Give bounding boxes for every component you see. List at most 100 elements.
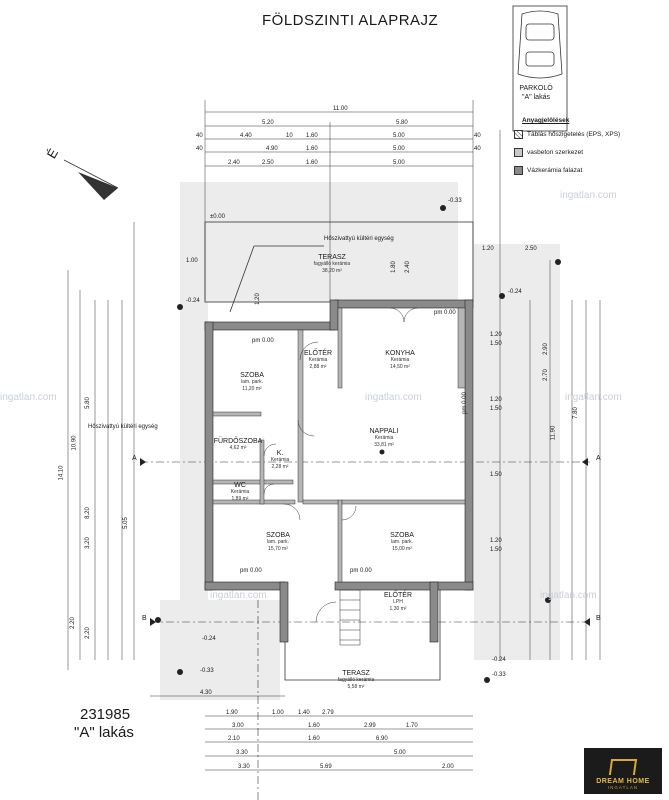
interior-walls bbox=[212, 307, 466, 583]
section-axis bbox=[140, 461, 590, 800]
parking-line1: PARKOLÓ bbox=[519, 85, 553, 92]
concrete-swatch bbox=[514, 148, 523, 157]
level-label: -0.24 bbox=[202, 636, 216, 642]
page-title: FÖLDSZINTI ALAPRAJZ bbox=[262, 12, 439, 29]
watermark: ingatlan.com bbox=[365, 392, 422, 403]
watermark: ingatlan.com bbox=[565, 392, 622, 403]
dim-right: 1.20 bbox=[490, 332, 502, 338]
dim-right: 1.50 bbox=[490, 341, 502, 347]
dim-terrace: 1.80 bbox=[390, 261, 397, 273]
dim-right: 1.20 bbox=[490, 538, 502, 544]
parking-label: PARKOLÓ "A" lakás bbox=[506, 84, 566, 102]
dim-bottom: 1.40 bbox=[298, 710, 310, 716]
dim-top: 10 bbox=[286, 133, 293, 139]
level-label: -0.33 bbox=[448, 198, 462, 204]
dim-top: 2.50 bbox=[262, 160, 274, 166]
room-eloter: ELŐTÉR Kerámia 2,88 m² bbox=[303, 350, 333, 370]
dim-top: 4.40 bbox=[240, 133, 252, 139]
dim-bottom-left: 4.30 bbox=[200, 690, 212, 696]
level-label: -0.24 bbox=[492, 657, 506, 663]
dim-right: 11.90 bbox=[550, 425, 557, 441]
room-szoba-1: SZOBA lam. park. 11,20 m² bbox=[240, 372, 264, 392]
dim-terrace: 1.00 bbox=[186, 258, 198, 264]
dimension-lines-left bbox=[67, 222, 135, 670]
room-terasz-top: TERASZ fagyálló kerámia 38,20 m² bbox=[313, 254, 351, 274]
level-markers bbox=[155, 205, 561, 683]
dim-bottom: 1.60 bbox=[308, 723, 320, 729]
room-wc: WC Kerámia 1,89 m² bbox=[230, 482, 250, 502]
dim-left: 10.90 bbox=[71, 435, 78, 451]
axis-label-b: B bbox=[142, 615, 147, 622]
dim-right: 2.70 bbox=[542, 369, 549, 381]
dim-terrace: 1.20 bbox=[254, 293, 261, 305]
dim-right-top: 2.50 bbox=[525, 246, 537, 252]
dim-left: 5.80 bbox=[84, 397, 91, 409]
insulation-swatch bbox=[514, 130, 523, 139]
heat-pump-note-top: Hőszivattyú kültéri egység bbox=[324, 236, 394, 242]
dim-top: 1.60 bbox=[306, 160, 318, 166]
legend-item: Táblás hőszigetelés (EPS, XPS) bbox=[514, 130, 664, 139]
level-label: ±0.00 bbox=[210, 214, 225, 220]
dim-right-top: 1.20 bbox=[482, 246, 494, 252]
dim-bottom: 1.70 bbox=[406, 723, 418, 729]
dim-bottom: 5.69 bbox=[320, 764, 332, 770]
legend-item: Vázkerámia falazat bbox=[514, 166, 664, 175]
entrance-stairs bbox=[339, 589, 361, 646]
dim-left: 5.05 bbox=[122, 517, 129, 529]
watermark: ingatlan.com bbox=[210, 590, 267, 601]
dimension-lines-bottom bbox=[150, 695, 473, 771]
level-label: -0.24 bbox=[508, 289, 522, 295]
parking-line2: "A" lakás bbox=[522, 94, 550, 101]
dim-left: 2.20 bbox=[84, 627, 91, 639]
legend-title: Anyagjelölések bbox=[522, 117, 570, 124]
axis-label-b: B bbox=[596, 615, 601, 622]
dim-top: 5.00 bbox=[393, 146, 405, 152]
dim-top: 1.60 bbox=[306, 146, 318, 152]
north-arrow bbox=[63, 159, 119, 200]
dim-bottom: 1.00 bbox=[272, 710, 284, 716]
dim-bottom: 2.79 bbox=[322, 710, 334, 716]
pm-label: pm 0.00 bbox=[434, 310, 456, 316]
apartment-name: "A" lakás bbox=[74, 724, 134, 741]
logo-mark bbox=[608, 759, 638, 775]
dim-top: 40 bbox=[196, 146, 203, 152]
dim-right: 2.90 bbox=[542, 343, 549, 355]
dim-terrace: 2.40 bbox=[404, 261, 411, 273]
dim-bottom: 1.90 bbox=[226, 710, 238, 716]
room-nappali: NAPPALI Kerámia 33,81 m² bbox=[369, 428, 399, 448]
dim-top: 1.60 bbox=[306, 133, 318, 139]
apartment-number: 231985 bbox=[80, 706, 131, 723]
level-label: -0.24 bbox=[186, 298, 200, 304]
dimension-lines-right bbox=[499, 260, 601, 660]
legend-item: vasbeton szerkezet bbox=[514, 148, 664, 157]
dim-top-overall: 11.00 bbox=[333, 106, 348, 112]
dim-top: 40 bbox=[474, 133, 481, 139]
dim-bottom: 3.00 bbox=[232, 723, 244, 729]
dim-bottom: 3.30 bbox=[236, 750, 248, 756]
dim-bottom: 2.10 bbox=[228, 736, 240, 742]
watermark: ingatlan.com bbox=[560, 190, 617, 201]
room-szoba-2: SZOBA lam. park. 15,70 m² bbox=[266, 532, 290, 552]
dim-bottom: 2.99 bbox=[364, 723, 376, 729]
pm-label: pm 0.00 bbox=[350, 568, 372, 574]
dim-top: 5.20 bbox=[262, 120, 274, 126]
logo-subtext: INGATLAN bbox=[607, 785, 639, 790]
dim-right: 1.50 bbox=[490, 547, 502, 553]
dim-left: 2.20 bbox=[69, 617, 76, 629]
level-label: -0.33 bbox=[492, 672, 506, 678]
dim-right: 1.50 bbox=[490, 472, 502, 478]
dim-right: 1.50 bbox=[490, 406, 502, 412]
dim-right: 1.20 bbox=[490, 397, 502, 403]
masonry-swatch bbox=[514, 166, 523, 175]
logo-text: DREAM HOME bbox=[596, 778, 650, 785]
pm-label: pm 0.00 bbox=[461, 392, 468, 414]
axis-label-a: A bbox=[132, 455, 137, 462]
watermark: ingatlan.com bbox=[0, 392, 57, 403]
dim-top: 5.80 bbox=[396, 120, 408, 126]
dim-left: 14.10 bbox=[58, 465, 65, 481]
dim-bottom: 5.00 bbox=[394, 750, 406, 756]
room-eloter-lph: ELŐTÉR LPH 1,30 m² bbox=[383, 592, 413, 612]
materials-legend: Anyagjelölések Táblás hőszigetelés (EPS,… bbox=[514, 117, 664, 184]
axis-markers bbox=[140, 458, 590, 626]
